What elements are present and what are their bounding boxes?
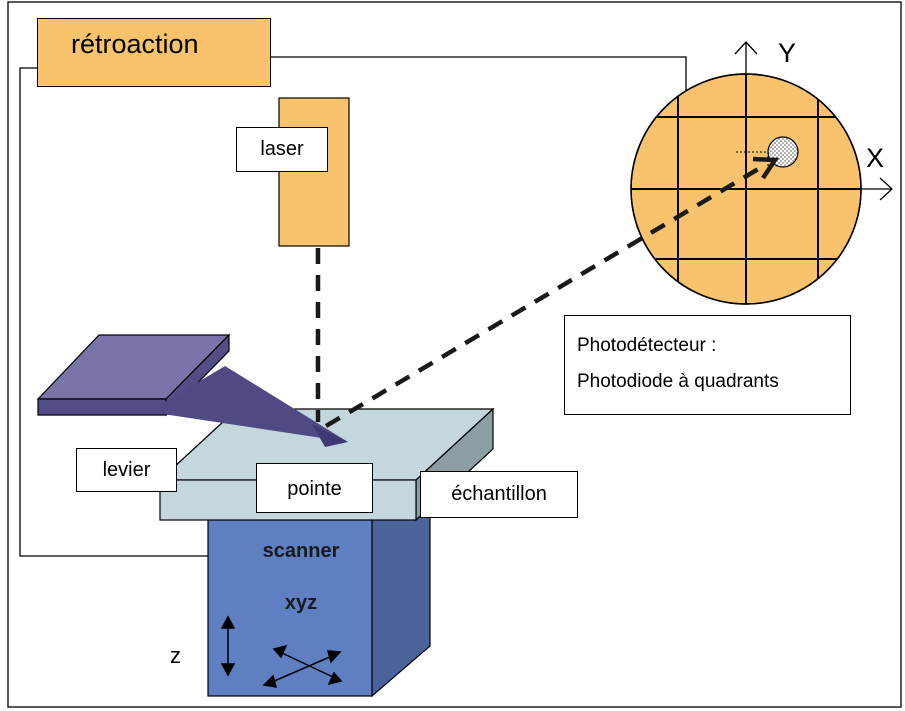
z-arrow <box>220 615 236 677</box>
sample-label: échantillon <box>420 471 578 518</box>
cantilever-tip <box>312 424 348 447</box>
reflected-arrowhead <box>752 156 780 180</box>
feedback-label: rétroaction <box>37 18 271 87</box>
cantilever-chip-front <box>37 398 167 416</box>
tip-label: pointe <box>256 463 373 513</box>
z-axis-label: z <box>170 643 181 668</box>
y-axis-label: Y <box>778 38 797 68</box>
photodetector-subtitle: Photodiode à quadrants <box>577 371 779 392</box>
photodetector-disc <box>630 73 862 305</box>
detector-axes <box>734 41 893 201</box>
x-axis-label: X <box>866 143 885 173</box>
laser-source <box>278 97 350 247</box>
cantilever-beam <box>160 366 348 442</box>
laser-beam-reflected <box>324 166 762 428</box>
cantilever-label: levier <box>76 448 177 492</box>
scanner-label: scanner <box>262 540 340 562</box>
xy-arrows <box>262 644 343 688</box>
laser-label: laser <box>236 127 328 172</box>
scanner-xyz-label: xyz <box>284 592 318 614</box>
feedback-wire-left <box>19 67 208 557</box>
feedback-wire-right <box>271 56 687 95</box>
photodetector-label: Photodétecteur : Photodiode à quadrants <box>564 315 851 415</box>
photodetector-title: Photodétecteur : <box>577 335 717 356</box>
scanner-block <box>207 517 373 697</box>
outer-frame <box>7 1 902 708</box>
